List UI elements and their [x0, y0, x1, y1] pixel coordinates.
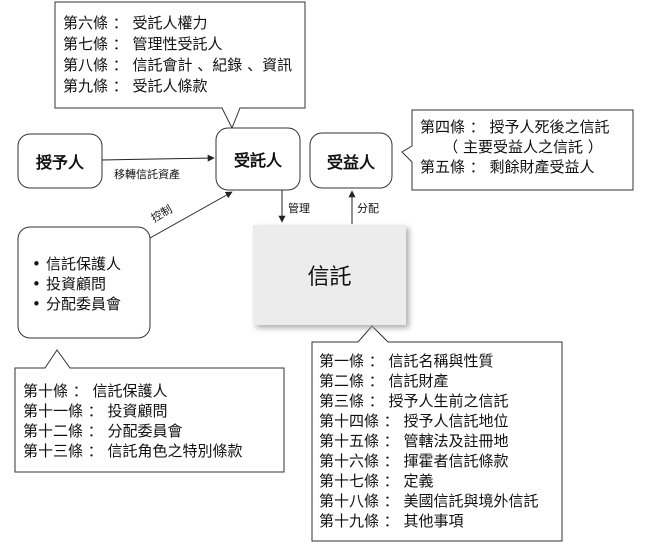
- beneficiary-label: 受益人: [326, 152, 375, 172]
- beneficiary-article-line: 第四條 ： 授予人死後之信託: [420, 118, 610, 136]
- beneficiary-callout-box: [401, 109, 634, 191]
- trustee-callout-box: [54, 1, 306, 130]
- beneficiary-article-line: 第五條 ： 剩餘財產受益人: [420, 158, 595, 176]
- protector-article-line: 第十三條 ： 信託角色之特別條款: [23, 442, 243, 460]
- trustee-box: [215, 127, 301, 191]
- arrow-protectors-to-trustee: [149, 191, 233, 239]
- edge-label-distribute: 分配: [357, 202, 379, 215]
- protector-articles: 第十條 ： 信託保護人 第十一條 ： 投資顧問 第十二條 ： 分配委員會 第十三…: [23, 382, 243, 460]
- trustee-article-line: 第七條 ： 管理性受託人: [63, 35, 223, 53]
- protectors-list-item: 信託保護人: [32, 254, 121, 274]
- trust-article-line: 第三條 ： 授予人生前之信託: [319, 392, 509, 410]
- arrow-settlor-to-trustee: [101, 154, 215, 162]
- trust-article-line: 第十八條 ： 美國信託與境外信託: [319, 492, 539, 510]
- protector-article-line: 第十二條 ： 分配委員會: [23, 422, 183, 440]
- trust-article-line: 第十五條 ： 管轄法及註冊地: [319, 432, 509, 450]
- beneficiary-box: [309, 132, 393, 189]
- trust-article-line: 第十六條 ： 揮霍者信託條款: [319, 452, 509, 470]
- trust-article-line: 第十七條 ： 定義: [319, 472, 434, 490]
- trustee-articles: 第六條 ： 受託人權力 第七條 ： 管理性受託人 第八條 ： 信託會計 、紀錄 …: [63, 14, 292, 95]
- trust-label: 信託: [307, 265, 352, 290]
- trustee-article-line: 第八條 ： 信託會計 、紀錄 、資訊: [63, 56, 293, 74]
- trust-callout-box: [311, 325, 563, 542]
- trust-article-line: 第十四條 ： 授予人信託地位: [319, 412, 509, 430]
- edge-label-transfer-assets: 移轉信託資產: [114, 168, 180, 181]
- trustee-article-line: 第九條 ： 受託人條款: [63, 77, 208, 95]
- trustee-label: 受託人: [233, 151, 282, 170]
- settlor-label: 授予人: [35, 153, 84, 172]
- protectors-list-item: 投資顧問: [32, 274, 121, 294]
- trustee-article-line: 第六條 ： 受託人權力: [63, 14, 208, 32]
- trust-article-line: 第一條 ： 信託名稱與性質: [319, 352, 494, 370]
- edge-label-manage: 管理: [288, 202, 310, 215]
- trust-box: [253, 225, 406, 325]
- trust-article-line: 第二條 ： 信託財產: [319, 372, 449, 390]
- beneficiary-articles: 第四條 ： 授予人死後之信託 （ 主要受益人之信託 ） 第五條 ： 剩餘財產受益…: [420, 118, 626, 176]
- protector-callout-box: [14, 349, 285, 473]
- trust-articles: 第一條 ： 信託名稱與性質 第二條 ： 信託財產 第三條 ： 授予人生前之信託 …: [319, 352, 539, 530]
- settlor-box: [17, 133, 103, 189]
- protector-article-line: 第十條 ： 信託保護人: [23, 382, 168, 400]
- protectors-list: 信託保護人 投資顧問 分配委員會: [32, 254, 121, 314]
- beneficiary-article-line: （ 主要受益人之信託 ）: [443, 138, 603, 156]
- trust-article-line: 第十九條 ： 其他事項: [319, 512, 464, 530]
- protectors-list-item: 分配委員會: [32, 294, 121, 314]
- protector-article-line: 第十一條 ： 投資顧問: [23, 402, 168, 420]
